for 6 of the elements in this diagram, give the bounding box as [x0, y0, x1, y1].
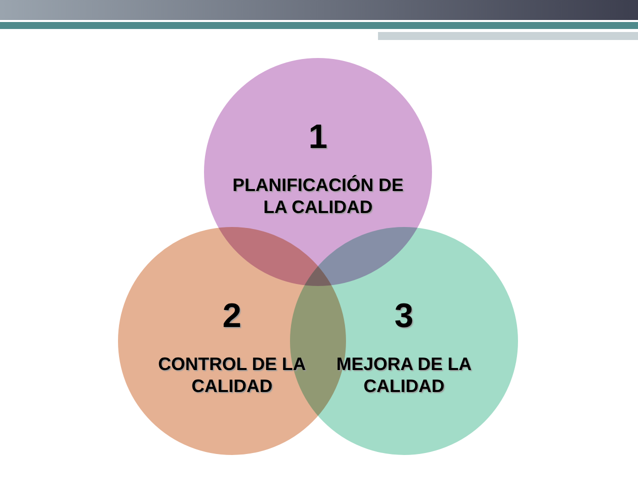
circle-title: CONTROL DE LA CALIDAD: [157, 353, 307, 397]
number-label: 1: [308, 118, 328, 157]
circle-title: MEJORA DE LA CALIDAD: [335, 353, 473, 397]
circle-title: PLANIFICACIÓN DE LA CALIDAD: [232, 174, 404, 218]
number-label: 3: [394, 297, 414, 336]
number-label: 2: [222, 297, 242, 336]
